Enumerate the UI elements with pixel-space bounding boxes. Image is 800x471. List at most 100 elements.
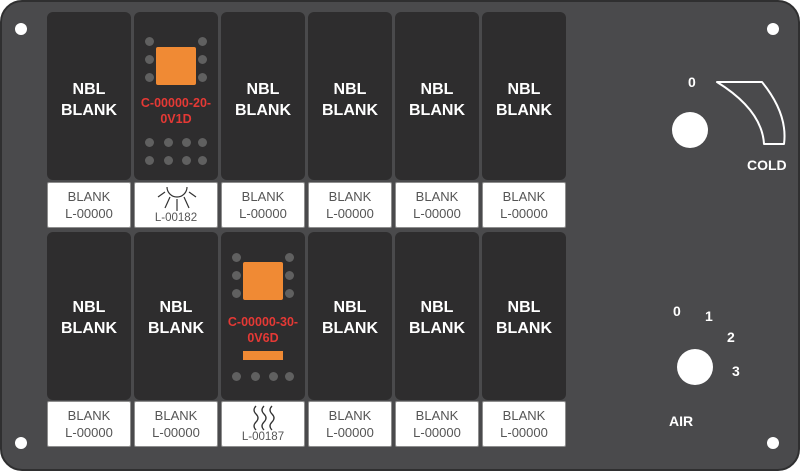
air-dial-position-3: 3 [732,363,740,379]
indicator-led [145,138,154,147]
switch-label-line2: BLANK [61,320,117,337]
air-dial-knob[interactable] [677,349,713,385]
status-bar-indicator [243,351,283,360]
rocker-switch-bottom-4[interactable]: NBL BLANK [308,232,392,400]
rocker-switch-bottom-6[interactable]: NBL BLANK [482,232,566,400]
legend-line2: L-00000 [239,206,287,221]
legend-line1: BLANK [502,189,546,204]
rocker-switch-top-5[interactable]: NBL BLANK [395,12,479,180]
legend-line1: BLANK [415,408,459,423]
legend-line1: BLANK [415,189,459,204]
rocker-switch-top-4[interactable]: NBL BLANK [308,12,392,180]
legend-label-bottom-1: BLANK L-00000 [47,401,131,447]
switch-part-number-line2: 0V1D [160,112,192,126]
indicator-led [251,372,260,381]
legend-label-bottom-2: BLANK L-00000 [134,401,218,447]
legend-line1: BLANK [67,189,111,204]
switch-label-line2: BLANK [322,102,378,119]
light-icon [157,186,197,211]
indicator-led [232,253,241,262]
legend-line1: BLANK [154,408,198,423]
legend-line2: L-00000 [65,206,113,221]
switch-label-line1: NBL [246,81,280,98]
legend-line2: L-00000 [413,425,461,440]
indicator-led [164,138,173,147]
mounting-hole-top-right [767,23,779,35]
rocker-switch-top-1[interactable]: NBL BLANK [47,12,131,180]
indicator-led [145,156,154,165]
rocker-switch-bottom-3[interactable]: C-00000-30- 0V6D [221,232,305,400]
switch-label-line1: NBL [159,299,193,316]
cold-dial-knob[interactable] [672,112,708,148]
legend-line1: BLANK [67,408,111,423]
rocker-switch-top-2[interactable]: C-00000-20- 0V1D [134,12,218,180]
indicator-led [198,55,207,64]
legend-line2: L-00000 [152,425,200,440]
legend-part-number: L-00187 [241,431,285,443]
legend-label-top-1: BLANK L-00000 [47,182,131,228]
mounting-hole-bottom-left [15,437,27,449]
switch-part-number-line2: 0V6D [247,331,279,345]
heat-icon [253,405,275,431]
cold-scale-wedge-icon [716,81,786,145]
legend-line1: BLANK [502,408,546,423]
legend-label-top-2: L-00182 [134,182,218,228]
indicator-led [145,37,154,46]
switch-label-line2: BLANK [61,102,117,119]
switch-label-line2: BLANK [322,320,378,337]
legend-label-top-6: BLANK L-00000 [482,182,566,228]
legend-line1: BLANK [241,189,285,204]
switch-label-line2: BLANK [496,102,552,119]
switch-label-line1: NBL [72,299,106,316]
switch-label-line1: NBL [507,299,541,316]
legend-label-bottom-4: BLANK L-00000 [308,401,392,447]
switch-label-line2: BLANK [409,102,465,119]
legend-label-bottom-3: L-00187 [221,401,305,447]
legend-label-top-4: BLANK L-00000 [308,182,392,228]
indicator-led [285,271,294,280]
switch-label-line1: NBL [333,81,367,98]
legend-line1: BLANK [328,189,372,204]
rocker-switch-bottom-1[interactable]: NBL BLANK [47,232,131,400]
cold-dial-zero-label: 0 [688,74,696,90]
indicator-led [269,372,278,381]
legend-line2: L-00000 [326,206,374,221]
indicator-led [285,289,294,298]
heat-indicator [243,262,283,300]
switch-label-line1: NBL [333,299,367,316]
switch-label-line2: BLANK [496,320,552,337]
rocker-switch-bottom-5[interactable]: NBL BLANK [395,232,479,400]
indicator-led [182,156,191,165]
switch-label-line2: BLANK [409,320,465,337]
mounting-hole-top-left [15,23,27,35]
indicator-led [145,55,154,64]
legend-line2: L-00000 [413,206,461,221]
legend-line1: BLANK [328,408,372,423]
legend-line2: L-00000 [326,425,374,440]
cold-dial-label: COLD [747,157,787,173]
indicator-led [198,138,207,147]
rocker-switch-top-3[interactable]: NBL BLANK [221,12,305,180]
switch-part-number-line1: C-00000-20- [140,96,212,110]
legend-label-bottom-6: BLANK L-00000 [482,401,566,447]
air-dial-label: AIR [669,413,694,429]
indicator-led [145,73,154,82]
indicator-led [198,73,207,82]
switch-label-line1: NBL [72,81,106,98]
air-dial-position-1: 1 [705,308,713,324]
legend-line2: L-00000 [500,206,548,221]
switch-label-line2: BLANK [148,320,204,337]
legend-line2: L-00000 [65,425,113,440]
air-dial-position-2: 2 [727,329,735,345]
light-indicator [156,47,196,85]
indicator-led [232,289,241,298]
indicator-led [164,156,173,165]
indicator-led [182,138,191,147]
rocker-switch-bottom-2[interactable]: NBL BLANK [134,232,218,400]
legend-line2: L-00000 [500,425,548,440]
rocker-switch-top-6[interactable]: NBL BLANK [482,12,566,180]
switch-label-line1: NBL [420,299,454,316]
switch-label-line1: NBL [507,81,541,98]
switch-label-line2: BLANK [235,102,291,119]
